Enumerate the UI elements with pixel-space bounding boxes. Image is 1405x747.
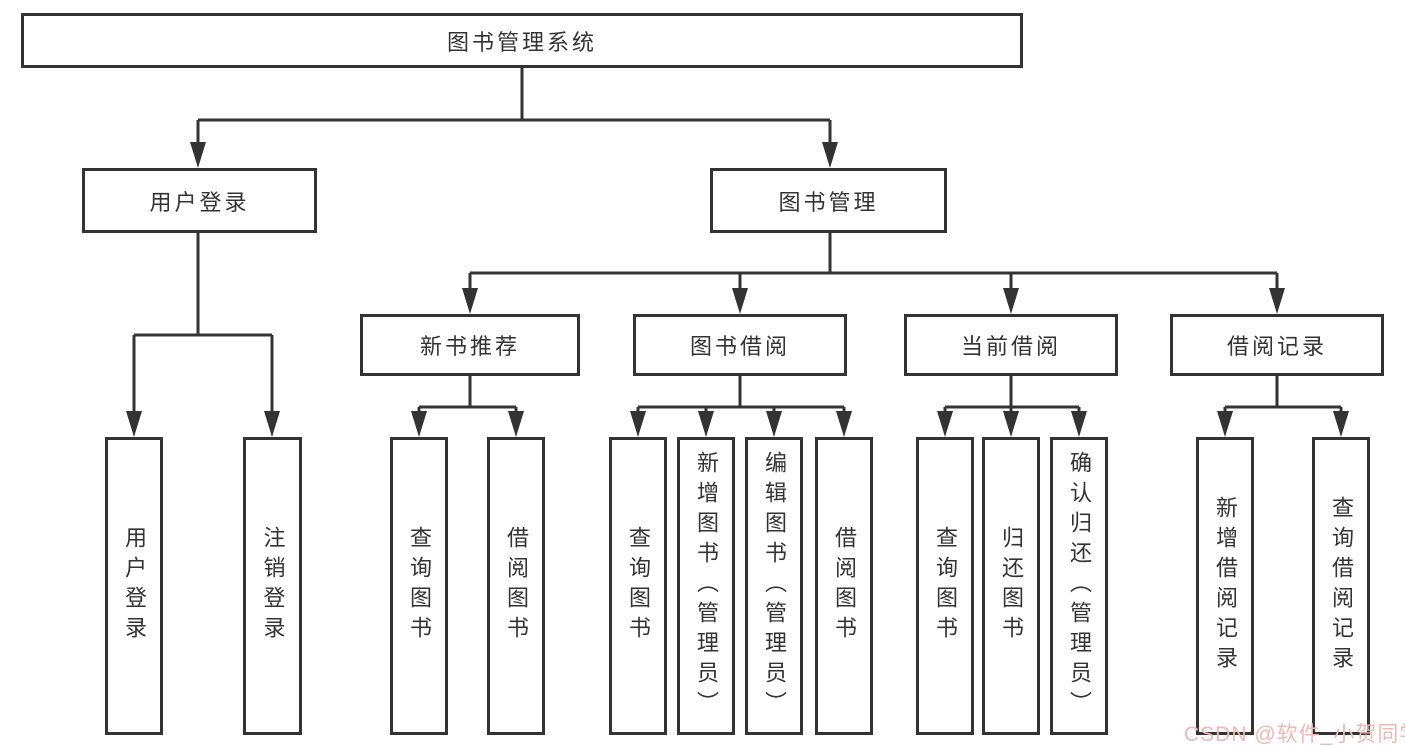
node-label: 新增图书（管理员） [694, 451, 719, 721]
node-borrow-records: 借阅记录 [1170, 314, 1384, 376]
leaf-query-borrow-record: 查询借阅记录 [1312, 437, 1370, 735]
leaf-query-books-borrow: 查询图书 [609, 437, 667, 735]
node-new-book-recommend: 新书推荐 [360, 314, 580, 376]
node-user-login: 用户登录 [82, 168, 317, 233]
node-label: 图书借阅 [689, 334, 790, 359]
node-book-management: 图书管理 [710, 168, 947, 233]
node-label: 借阅图书 [832, 526, 857, 646]
leaf-borrow-books-recommend: 借阅图书 [487, 437, 545, 735]
node-label: 用户登录 [122, 526, 147, 646]
leaf-logout: 注销登录 [243, 437, 302, 735]
node-label: 用户登录 [149, 189, 250, 215]
node-label: 新书推荐 [419, 334, 520, 359]
leaf-add-books-admin: 新增图书（管理员） [677, 437, 735, 735]
csdn-watermark: CSDN @软件_小贺同学 [1184, 723, 1405, 746]
node-current-borrow: 当前借阅 [904, 314, 1118, 376]
node-label: 查询借阅记录 [1329, 496, 1354, 676]
node-label: 查询图书 [626, 526, 651, 646]
leaf-add-borrow-record: 新增借阅记录 [1196, 437, 1254, 735]
node-label: 借阅图书 [504, 526, 529, 646]
node-label: 查询图书 [933, 526, 958, 646]
node-label: 查询图书 [407, 526, 432, 646]
leaf-confirm-return-admin: 确认归还（管理员） [1050, 437, 1108, 735]
leaf-query-books-recommend: 查询图书 [390, 437, 448, 735]
node-label: 确认归还（管理员） [1067, 451, 1092, 721]
leaf-return-books: 归还图书 [982, 437, 1040, 735]
node-label: 图书管理 [778, 189, 879, 215]
node-label: 借阅记录 [1226, 334, 1327, 359]
node-label: 归还图书 [999, 526, 1024, 646]
node-label: 图书管理系统 [446, 29, 597, 55]
leaf-edit-books-admin: 编辑图书（管理员） [745, 437, 803, 735]
leaf-query-books-current: 查询图书 [916, 437, 974, 735]
node-root-library-system: 图书管理系统 [21, 13, 1023, 68]
node-label: 新增借阅记录 [1213, 496, 1238, 676]
node-book-borrow: 图书借阅 [633, 314, 847, 376]
leaf-user-login: 用户登录 [105, 437, 163, 735]
leaf-borrow-books: 借阅图书 [815, 437, 873, 735]
node-label: 当前借阅 [960, 334, 1061, 359]
node-label: 编辑图书（管理员） [762, 451, 787, 721]
node-label: 注销登录 [260, 526, 286, 646]
